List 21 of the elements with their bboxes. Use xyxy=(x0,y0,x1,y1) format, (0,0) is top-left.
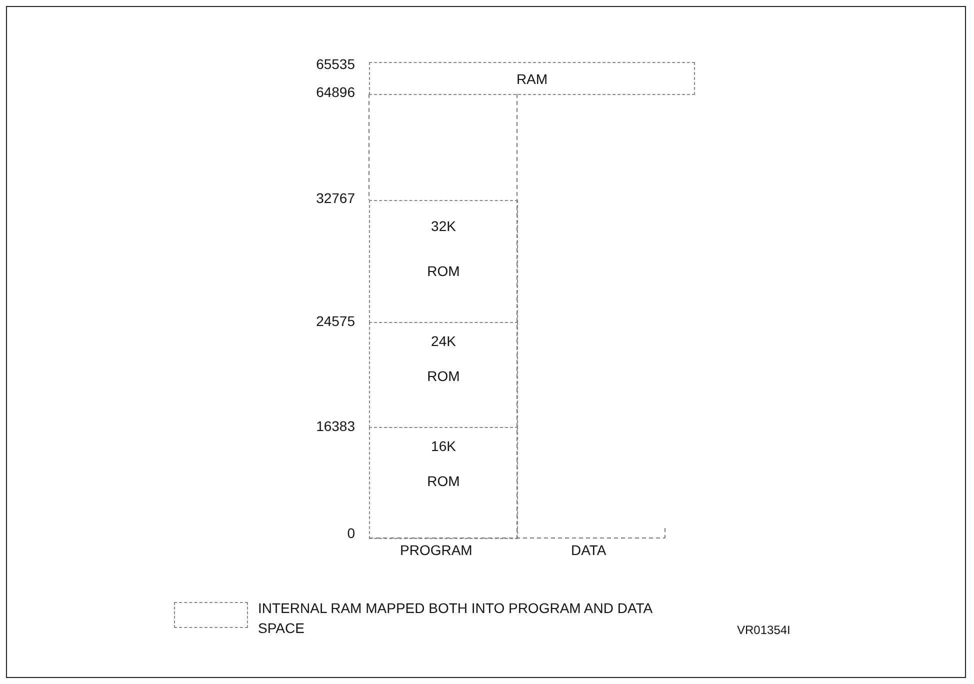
block-type: ROM xyxy=(427,263,460,279)
address-label: 64896 xyxy=(316,84,355,100)
memory-block xyxy=(369,200,518,323)
legend-text: INTERNAL RAM MAPPED BOTH INTO PROGRAM AND DATA SPACE xyxy=(258,599,654,638)
column-label: PROGRAM xyxy=(400,542,472,558)
block-label: 24K xyxy=(431,333,456,349)
memory-block xyxy=(369,427,518,539)
block-type: ROM xyxy=(427,473,460,489)
block-label: 16K xyxy=(431,438,456,454)
block-label: 32K xyxy=(431,218,456,234)
figure-code: VR01354I xyxy=(737,623,790,637)
address-label: 16383 xyxy=(316,418,355,434)
memory-region xyxy=(369,62,695,95)
block-label: RAM xyxy=(516,71,548,87)
column-label: DATA xyxy=(571,542,606,558)
block-type: ROM xyxy=(427,368,460,384)
address-label: 24575 xyxy=(316,313,355,329)
memory-block xyxy=(369,322,518,428)
address-label: 65535 xyxy=(316,56,355,72)
address-label: 32767 xyxy=(316,190,355,206)
address-label: 0 xyxy=(347,525,355,541)
